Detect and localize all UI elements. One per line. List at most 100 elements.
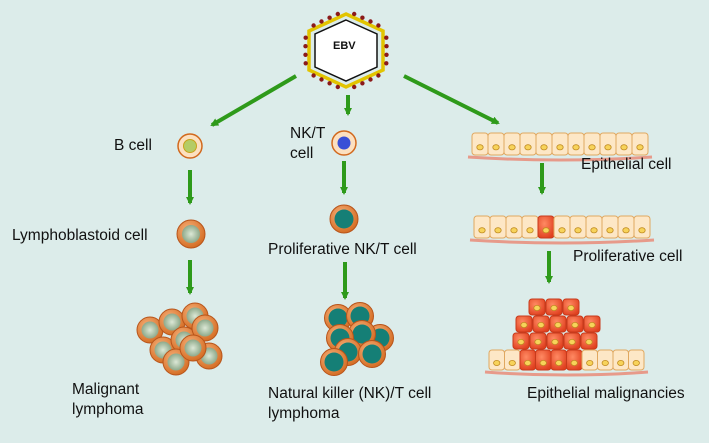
virus-spike (384, 35, 389, 40)
nkt-cell-icon (331, 130, 357, 156)
epithelial-cell-nucleus (526, 227, 534, 234)
tumor-cell-nucleus (517, 338, 525, 345)
virus-spike (352, 84, 357, 90)
epithelial-cell-nucleus (556, 144, 564, 151)
virus-spike (303, 52, 308, 57)
epithelial-cell (601, 215, 619, 239)
nkt-cell-line-2: cell (290, 145, 314, 162)
tumor-cell-nucleus (550, 304, 558, 311)
virus-spike (319, 19, 324, 24)
epithelial-cell-nucleus (558, 227, 566, 234)
tumor-cell-nucleus (551, 338, 559, 345)
tumor-cell-nucleus (537, 321, 545, 328)
virus-spike (303, 35, 308, 40)
epithelial-cell (519, 132, 537, 156)
epithelial-cell-nucleus (606, 227, 614, 234)
virus-spike (327, 81, 332, 86)
virus-spike (335, 84, 340, 90)
virus-spike (303, 61, 308, 66)
basement-membrane (469, 238, 655, 245)
virus-spike (311, 23, 316, 28)
tumor-cell-nucleus (571, 321, 579, 328)
epithelial-cell-nucleus (476, 144, 484, 151)
lymphoblastoid-cell-label: Lymphoblastoid cell (12, 227, 148, 244)
epithelial-cell-nucleus (601, 359, 609, 366)
arrow-virus-to-epithelial (403, 74, 500, 125)
epithelial-cell-nucleus (622, 227, 630, 234)
virus-spike (360, 15, 365, 20)
lymphoma-cell-nucleus (184, 339, 202, 357)
arrow-virus-to-b-cell (210, 74, 298, 127)
epithelial-cell-nucleus (494, 227, 502, 234)
epithelial-cell-nucleus (540, 144, 548, 151)
virus-spikes (303, 11, 389, 90)
basement-membrane (484, 370, 649, 377)
lymphoblastoid-cell-icon (176, 219, 206, 249)
proliferative-epithelial-layer-icon (469, 215, 655, 245)
nkt-lymphoma-cell-nucleus (324, 352, 344, 372)
virus-spike (376, 73, 381, 78)
epithelial-cell-nucleus (572, 144, 580, 151)
epithelial-cell-nucleus (524, 359, 532, 366)
epithelial-cell (567, 132, 585, 156)
epithelial-cell-nucleus (574, 227, 582, 234)
virus-spike (368, 19, 373, 24)
virus-spike (384, 61, 389, 66)
epithelial-cell-nucleus (539, 359, 547, 366)
epithelial-cell-nucleus (508, 144, 516, 151)
virus-spike (352, 11, 357, 17)
nkt-lymphoma-line-1: Natural killer (NK)/T cell (268, 385, 432, 402)
epithelial-cell-nucleus (478, 227, 486, 234)
virus-spike (319, 77, 324, 82)
epithelial-cell (551, 132, 569, 156)
epithelial-cell (615, 132, 633, 156)
epithelial-cell-nucleus (586, 359, 594, 366)
epithelial-cell-nucleus (620, 144, 628, 151)
virus-spike (327, 15, 332, 20)
nkt-lymphoma-cluster (320, 302, 394, 376)
epithelial-cell-nucleus (542, 227, 550, 234)
epithelial-cell (473, 215, 491, 239)
lymphoma-cell-nucleus (163, 313, 181, 331)
proliferative-cell-label: Proliferative cell (573, 248, 683, 265)
nkt-cell-line-1: NK/T (290, 125, 326, 142)
malignant-lymphoma-label: Malignant lymphoma (72, 380, 144, 420)
epithelial-cell (535, 132, 553, 156)
malignant-lymphoma-line-2: lymphoma (72, 401, 144, 418)
virus-spike (384, 44, 389, 49)
virus-spike (360, 81, 365, 86)
epithelial-cell (537, 215, 555, 239)
epithelial-cell-nucleus (524, 144, 532, 151)
tumor-cell-nucleus (534, 338, 542, 345)
epithelial-malignancies-label: Epithelial malignancies (527, 385, 685, 402)
tumor-cell-nucleus (588, 321, 596, 328)
virus-spike (311, 73, 316, 78)
epithelial-cell (569, 215, 587, 239)
epithelial-cell (471, 132, 489, 156)
epithelial-cell-nucleus (555, 359, 563, 366)
tumor-cell-nucleus (533, 304, 541, 311)
epithelial-cell-nucleus (570, 359, 578, 366)
epithelial-cell (489, 215, 507, 239)
nkt-lymphoma-label: Natural killer (NK)/T cell lymphoma (268, 384, 431, 424)
epithelial-cell (487, 132, 505, 156)
tumor-cell-nucleus (554, 321, 562, 328)
epithelial-cell (503, 132, 521, 156)
epithelial-cell-nucleus (493, 359, 501, 366)
nkt-lymphoma-line-2: lymphoma (268, 405, 340, 422)
nkt-lymphoma-cell-nucleus (352, 324, 372, 344)
epithelial-cell-nucleus (510, 227, 518, 234)
lymphoma-cell-nucleus (141, 321, 159, 339)
epithelial-cell (631, 132, 649, 156)
epithelial-cell (599, 132, 617, 156)
epithelial-cell-nucleus (638, 227, 646, 234)
epithelial-cell-nucleus (590, 227, 598, 234)
lymphoma-cell-nucleus (196, 319, 214, 337)
epithelial-malignancy-icon (484, 298, 649, 377)
epithelial-cell (617, 215, 635, 239)
tumor-cell-nucleus (568, 338, 576, 345)
lymphoma-cell-nucleus (167, 353, 185, 371)
epithelial-cell-nucleus (604, 144, 612, 151)
